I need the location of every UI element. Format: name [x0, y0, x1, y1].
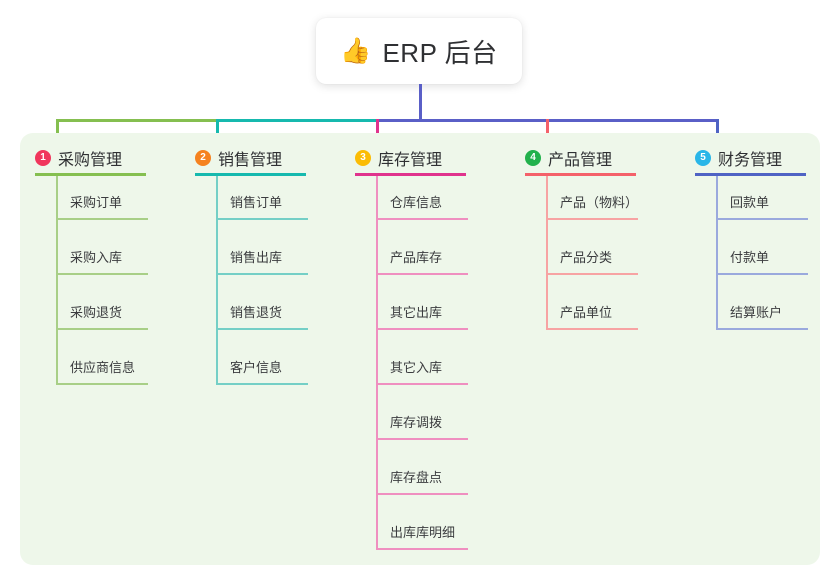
column-number-badge: 5: [695, 150, 711, 166]
root-node-card[interactable]: 👍 ERP 后台: [316, 18, 522, 84]
leaf-node-label: 出库库明细: [390, 525, 456, 540]
column-spine: [376, 176, 378, 548]
leaf-node-underline: [546, 328, 638, 330]
column-header-underline: [695, 173, 806, 176]
mindmap-panel: 1 采购管理采购订单采购入库采购退货供应商信息 2 销售管理销售订单销售出库销售退货客…: [20, 133, 820, 565]
leaf-node-underline: [376, 438, 468, 440]
leaf-node-underline: [216, 218, 308, 220]
column-drop-connector-3: [376, 119, 379, 146]
leaf-node-label: 供应商信息: [70, 360, 136, 375]
leaf-node-label: 采购订单: [70, 195, 123, 210]
column-drop-connector-4: [546, 119, 549, 146]
leaf-node-label: 回款单: [730, 195, 770, 210]
leaf-node-underline: [376, 328, 468, 330]
leaf-node-underline: [716, 328, 808, 330]
column-spine: [216, 176, 218, 383]
leaf-node-label: 结算账户: [730, 305, 783, 320]
leaf-node-underline: [716, 273, 808, 275]
column-title: 产品管理: [548, 152, 613, 169]
thumbs-up-icon: 👍: [340, 36, 372, 65]
leaf-node-underline: [56, 328, 148, 330]
column-spine: [56, 176, 58, 383]
leaf-node-underline: [216, 383, 308, 385]
column-header-underline: [195, 173, 306, 176]
leaf-node-underline: [716, 218, 808, 220]
leaf-node-underline: [56, 273, 148, 275]
leaf-node-label: 库存调拨: [390, 415, 443, 430]
leaf-node-label: 其它入库: [390, 360, 443, 375]
leaf-node-label: 销售退货: [230, 305, 283, 320]
root-stem-connector: [419, 84, 422, 122]
leaf-node-label: 产品单位: [560, 305, 613, 320]
leaf-node-underline: [546, 273, 638, 275]
column-header-5[interactable]: 5 财务管理: [695, 146, 782, 170]
leaf-node-underline: [216, 273, 308, 275]
leaf-node-label: 付款单: [730, 250, 770, 265]
bar-segment-1: [56, 119, 219, 122]
root-node-title: ERP 后台: [382, 37, 498, 68]
leaf-node-underline: [376, 548, 468, 550]
column-number-badge: 3: [355, 150, 371, 166]
column-drop-connector-1: [56, 119, 59, 146]
column-title: 采购管理: [58, 152, 123, 169]
leaf-node-underline: [376, 493, 468, 495]
leaf-node-label: 库存盘点: [390, 470, 443, 485]
column-header-underline: [525, 173, 636, 176]
leaf-node-underline: [376, 273, 468, 275]
column-spine: [546, 176, 548, 328]
leaf-node-label: 产品库存: [390, 250, 443, 265]
leaf-node-label: 仓库信息: [390, 195, 443, 210]
leaf-node-label: 产品分类: [560, 250, 613, 265]
column-number-badge: 2: [195, 150, 211, 166]
column-number-badge: 1: [35, 150, 51, 166]
column-title: 财务管理: [718, 152, 783, 169]
leaf-node-underline: [376, 218, 468, 220]
column-drop-connector-2: [216, 119, 219, 146]
leaf-node-label: 采购入库: [70, 250, 123, 265]
leaf-node-underline: [376, 383, 468, 385]
bar-segment-2: [216, 119, 379, 122]
column-drop-connector-5: [716, 119, 719, 146]
leaf-node-label: 客户信息: [230, 360, 283, 375]
leaf-node-label: 销售出库: [230, 250, 283, 265]
leaf-node-underline: [546, 218, 638, 220]
column-title: 库存管理: [378, 152, 443, 169]
column-title: 销售管理: [218, 152, 283, 169]
column-number-badge: 4: [525, 150, 541, 166]
leaf-node-underline: [56, 218, 148, 220]
column-header-1[interactable]: 1 采购管理: [35, 146, 122, 170]
leaf-node-label: 销售订单: [230, 195, 283, 210]
leaf-node-underline: [56, 383, 148, 385]
column-header-2[interactable]: 2 销售管理: [195, 146, 282, 170]
column-header-underline: [355, 173, 466, 176]
column-header-3[interactable]: 3 库存管理: [355, 146, 442, 170]
leaf-node-underline: [216, 328, 308, 330]
leaf-node-label: 产品（物料）: [560, 195, 639, 210]
column-spine: [716, 176, 718, 328]
column-header-underline: [35, 173, 146, 176]
leaf-node-label: 采购退货: [70, 305, 123, 320]
leaf-node-label: 其它出库: [390, 305, 443, 320]
column-header-4[interactable]: 4 产品管理: [525, 146, 612, 170]
